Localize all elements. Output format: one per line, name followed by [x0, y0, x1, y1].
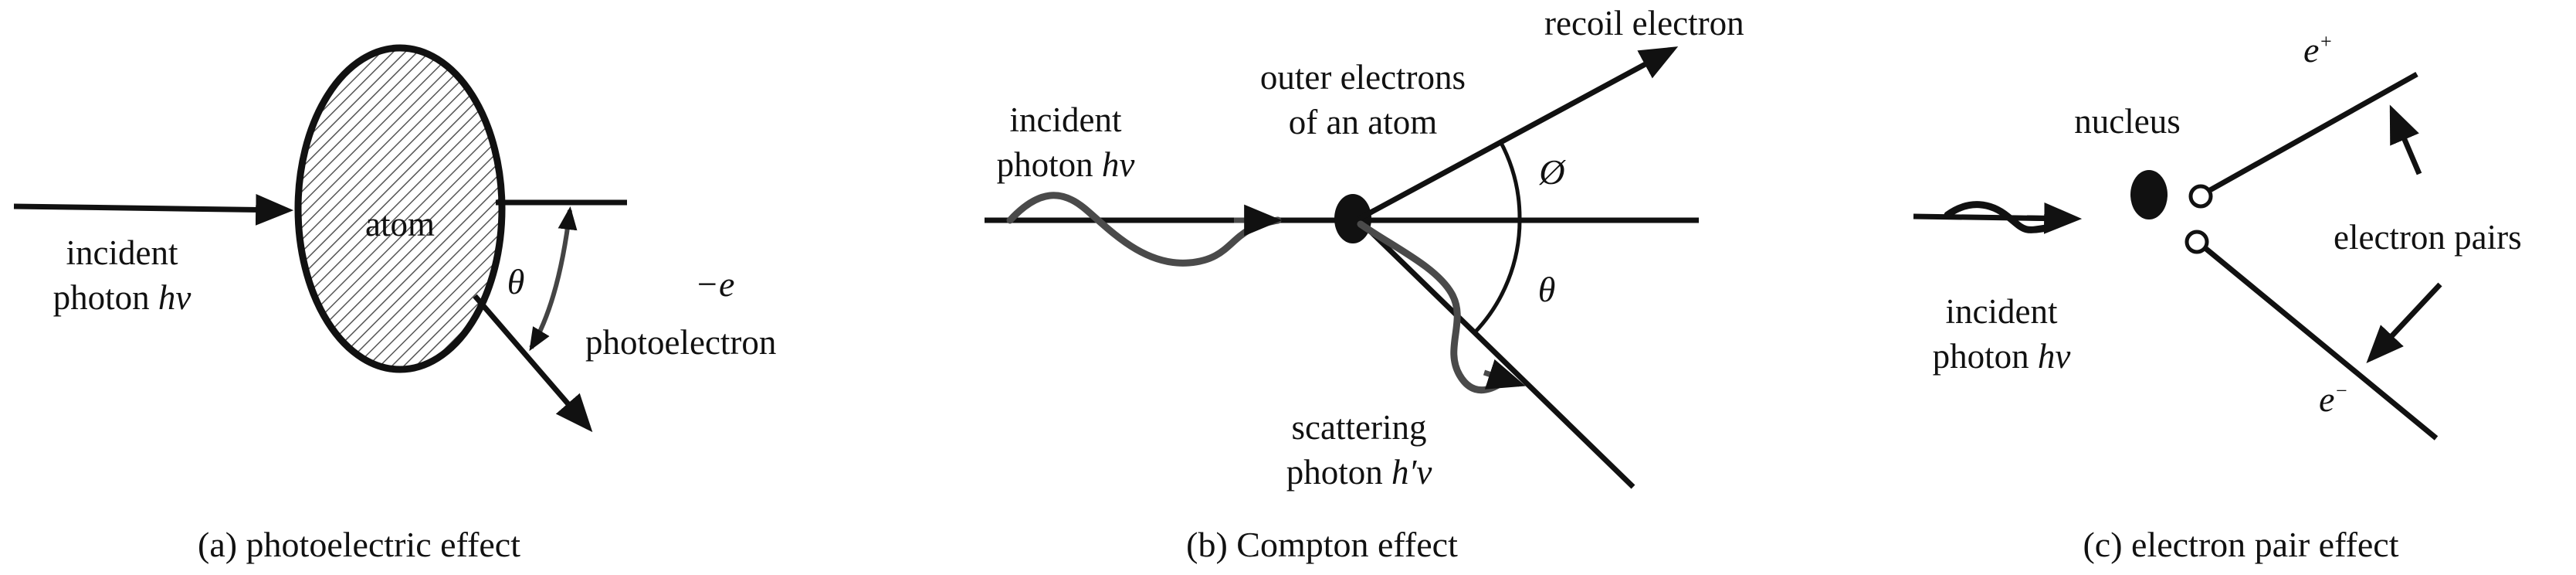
incident-label-line1: incident	[1946, 292, 2058, 331]
electron-pairs-label: electron pairs	[2334, 218, 2522, 257]
theta-angle-arc	[1473, 219, 1522, 334]
theta-angle-arc	[529, 206, 578, 352]
incident-label-line1: incident	[1010, 100, 1122, 139]
atom-ellipse	[294, 44, 506, 373]
positron-label: e+	[2303, 30, 2333, 70]
photoelectron-arrow	[473, 294, 593, 433]
incident-arrow	[2026, 202, 2083, 234]
panel-compton: Ø θ incident photon hv outer electrons o…	[985, 4, 1744, 564]
scattering-label-line2: photon h′v	[1286, 453, 1432, 492]
theta-label: θ	[1538, 270, 1556, 309]
incident-label-line2: photon hv	[1933, 337, 2071, 376]
scattered-photon-line	[1357, 218, 1635, 489]
positron-track	[2208, 71, 2418, 193]
caption-c: (c) electron pair effect	[2083, 525, 2398, 564]
incident-photon-arrow	[13, 194, 294, 226]
outer-electrons-line2: of an atom	[1289, 103, 1437, 141]
phi-label: Ø	[1538, 152, 1566, 192]
caption-a: (a) photoelectric effect	[198, 525, 520, 564]
recoil-electron-label: recoil electron	[1544, 4, 1744, 43]
atom-label: atom	[365, 205, 435, 243]
outer-electron-dot	[1334, 194, 1371, 243]
scattered-wave	[1357, 220, 1513, 394]
incident-label-line2: photon hv	[997, 145, 1135, 184]
electron-pointer-arrow	[2366, 282, 2442, 363]
nucleus-label: nucleus	[2074, 102, 2180, 141]
incident-wave	[1944, 201, 2050, 233]
positron-origin-circle	[2188, 184, 2213, 209]
phi-angle-arc	[1498, 140, 1522, 221]
electron-origin-circle	[2185, 230, 2209, 254]
scattered-wave-arrow	[1483, 359, 1526, 390]
caption-b: (b) Compton effect	[1186, 525, 1458, 564]
minus-e-label: −e	[695, 264, 734, 304]
recoil-electron-arrow	[1357, 46, 1679, 222]
positron-pointer-arrow	[2389, 104, 2422, 175]
panel-photoelectric: atom θ incident photon hv −e photoelectr…	[13, 44, 776, 564]
electron-track	[2204, 247, 2439, 441]
incident-wave	[1006, 192, 1282, 267]
outer-electrons-line1: outer electrons	[1260, 58, 1466, 97]
theta-label: θ	[507, 262, 525, 301]
incident-label-line2: photon hv	[53, 278, 192, 317]
scattering-label-line1: scattering	[1292, 408, 1427, 447]
nucleus-dot	[2130, 170, 2168, 219]
incident-label-line1: incident	[66, 233, 178, 272]
electron-label: e−	[2319, 379, 2348, 419]
photoelectron-label: photoelectron	[585, 323, 776, 362]
panel-pair-production: nucleus e+ e− electron pairs incident ph…	[1913, 30, 2522, 564]
